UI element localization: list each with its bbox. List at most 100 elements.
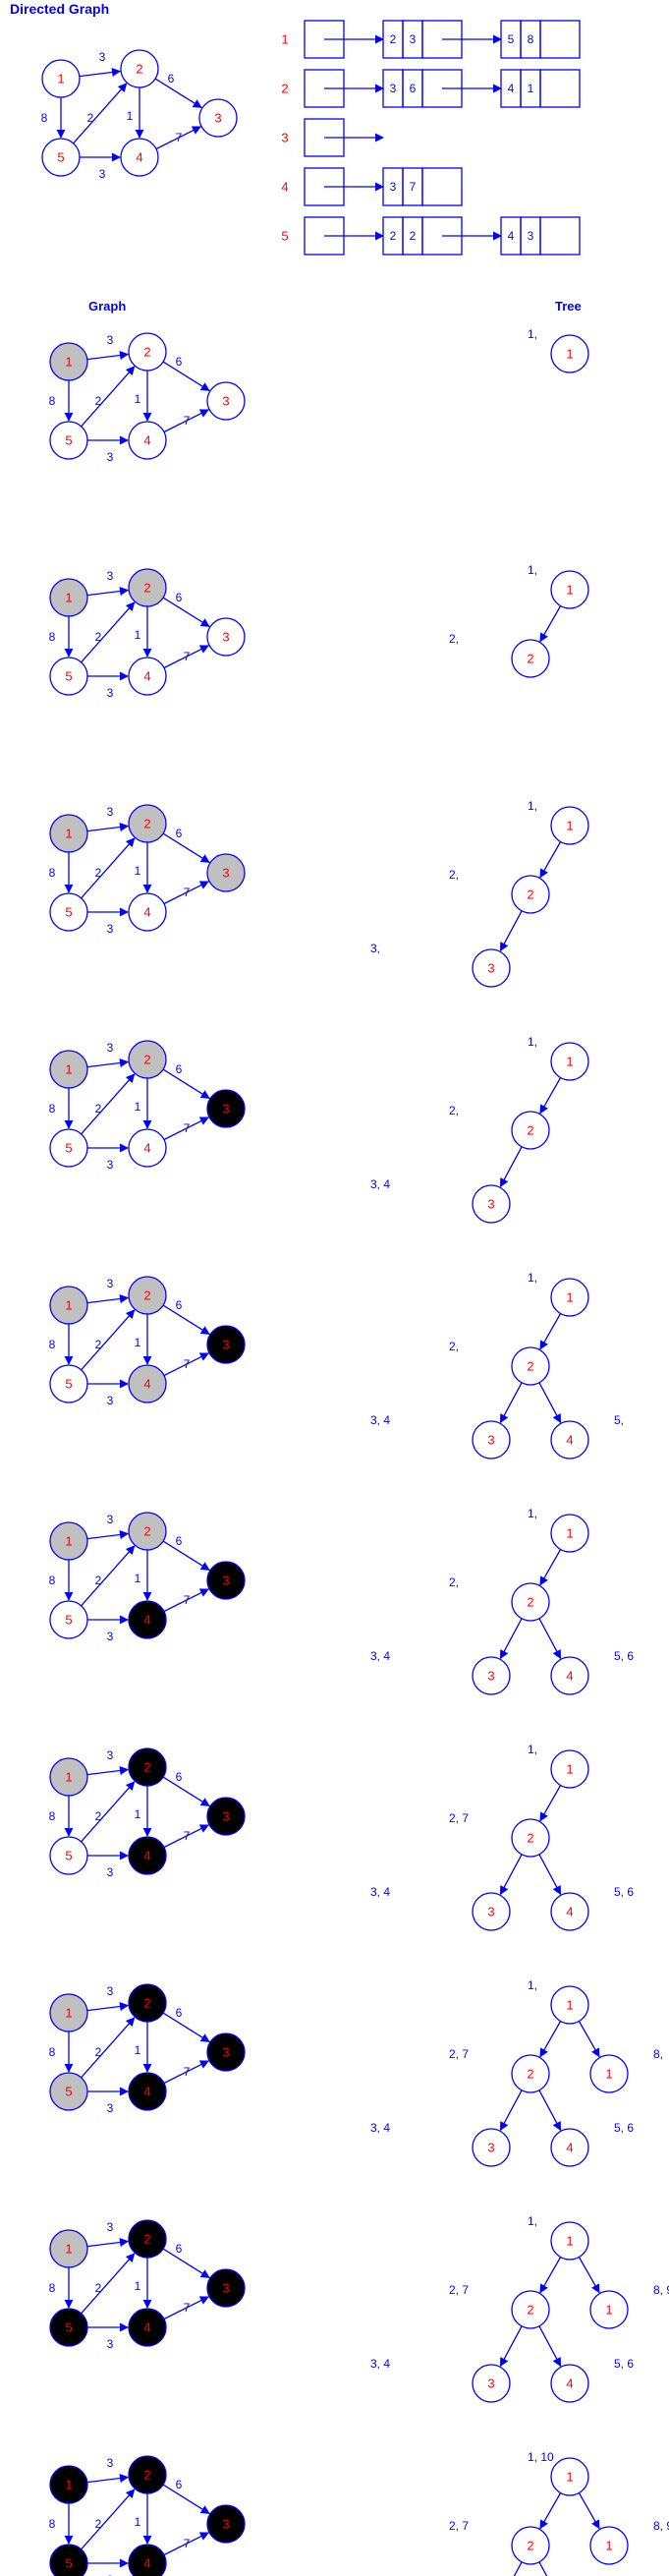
edge-weight-2-4: 1 xyxy=(135,2279,141,2293)
tree-node-label: 1 xyxy=(566,1526,573,1541)
vertex-label-3: 3 xyxy=(214,111,221,126)
edge-weight-1-5: 8 xyxy=(49,2045,56,2059)
edge-weight-5-2: 2 xyxy=(95,2517,102,2531)
tree-edge xyxy=(539,605,562,643)
edge-weight-5-2: 2 xyxy=(95,394,102,408)
adjacency-weight: 2 xyxy=(410,229,417,243)
tree-edge xyxy=(578,2021,600,2058)
vertex-label-1: 1 xyxy=(65,1062,72,1077)
edge-2-3 xyxy=(154,78,202,108)
tree-node-label: 2 xyxy=(527,2067,533,2082)
edge-1-2 xyxy=(86,586,130,597)
vertex-5 xyxy=(49,1600,88,1639)
discovery-finish-time: 2, xyxy=(449,1575,459,1589)
adjacency-weight: 3 xyxy=(410,32,417,46)
discovery-finish-time: 2, xyxy=(449,868,459,882)
tree-node xyxy=(550,1514,589,1553)
adjacency-weight: 7 xyxy=(410,180,417,194)
edge-weight-1-5: 8 xyxy=(49,1574,56,1587)
edge-weight-1-5: 8 xyxy=(49,2517,56,2531)
edge-weight-5-4: 3 xyxy=(107,922,114,936)
tree-node xyxy=(589,2054,629,2093)
edge-weight-2-3: 6 xyxy=(176,1298,183,1312)
tree-edge xyxy=(538,2325,562,2368)
vertex-label-1: 1 xyxy=(65,1770,72,1785)
vertex-4 xyxy=(128,657,167,696)
edge-weight-5-4: 3 xyxy=(107,1394,114,1407)
vertex-label-4: 4 xyxy=(143,1141,150,1156)
vertex-label-5: 5 xyxy=(65,1613,72,1628)
vertex-3 xyxy=(206,2268,246,2308)
discovery-finish-time: 8, xyxy=(653,2047,663,2061)
edge-4-3 xyxy=(163,409,209,433)
vertex-2 xyxy=(128,1276,167,1315)
vertex-label-4: 4 xyxy=(143,433,150,448)
vertex-3 xyxy=(206,1797,246,1836)
tree-node-label: 2 xyxy=(527,1359,533,1374)
vertex-label-1: 1 xyxy=(65,2478,72,2492)
edge-weight-2-4: 1 xyxy=(135,2515,141,2529)
tree-node-label: 1 xyxy=(566,1998,573,2013)
tree-edge xyxy=(539,1549,562,1586)
edge-weight-1-5: 8 xyxy=(49,866,56,880)
edge-weight-5-2: 2 xyxy=(95,630,102,644)
vertex-label-5: 5 xyxy=(65,669,72,684)
tree-node-label: 1 xyxy=(605,2539,612,2553)
dfs-tree: 11,22, 733, 445, 6 xyxy=(370,1743,634,1931)
tree-edge xyxy=(538,2089,562,2132)
vertex-3 xyxy=(206,1089,246,1128)
vertex-label-3: 3 xyxy=(222,1102,229,1116)
tree-node xyxy=(472,2364,511,2403)
edge-weight-4-3: 7 xyxy=(184,2537,191,2550)
vertex-label-2: 2 xyxy=(143,1524,150,1539)
vertex-label-2: 2 xyxy=(143,1760,150,1775)
edge-4-3 xyxy=(163,1116,209,1141)
tree-node-label: 2 xyxy=(527,652,533,666)
vertex-4 xyxy=(128,1836,167,1875)
vertex-1 xyxy=(41,59,81,98)
edge-weight-2-3: 6 xyxy=(168,72,175,86)
dfs-tree: 11, xyxy=(528,327,589,373)
edge-1-2 xyxy=(86,2237,130,2248)
tree-node-label: 1 xyxy=(566,2470,573,2485)
dfs-tree: 11,22,33, 445, xyxy=(370,1271,624,1460)
edge-4-3 xyxy=(163,1352,209,1377)
tree-node-label: 2 xyxy=(527,2303,533,2318)
edge-5-2 xyxy=(81,1781,136,1843)
vertex-4 xyxy=(128,1364,167,1403)
tree-edge xyxy=(538,1382,562,1424)
edge-weight-2-4: 1 xyxy=(127,109,134,123)
tree-node xyxy=(511,1111,550,1150)
tree-edge xyxy=(539,2492,562,2530)
edge-weight-5-4: 3 xyxy=(107,1158,114,1172)
edge-weight-1-2: 3 xyxy=(99,50,106,64)
edge-weight-5-2: 2 xyxy=(95,2281,102,2295)
tree-node xyxy=(550,1042,589,1081)
vertex-5 xyxy=(49,892,88,932)
tree-node xyxy=(472,1184,511,1224)
discovery-finish-time: 2, xyxy=(449,1104,459,1117)
vertex-label-4: 4 xyxy=(143,2085,150,2099)
adjacency-target: 3 xyxy=(390,180,397,194)
vertex-label-5: 5 xyxy=(65,1141,72,1156)
edge-5-2 xyxy=(81,2017,136,2079)
vertex-label-1: 1 xyxy=(65,1534,72,1549)
adjacency-vertex-4: 4 xyxy=(281,180,288,195)
edge-weight-2-3: 6 xyxy=(176,2006,183,2020)
vertex-3 xyxy=(198,98,238,138)
tree-edge xyxy=(578,2492,600,2530)
vertex-label-2: 2 xyxy=(143,1053,150,1067)
adjacency-cell xyxy=(539,69,581,108)
tree-node xyxy=(589,2526,629,2565)
vertex-1 xyxy=(49,578,88,617)
edge-weight-4-3: 7 xyxy=(176,131,183,144)
tree-node xyxy=(472,1656,511,1695)
